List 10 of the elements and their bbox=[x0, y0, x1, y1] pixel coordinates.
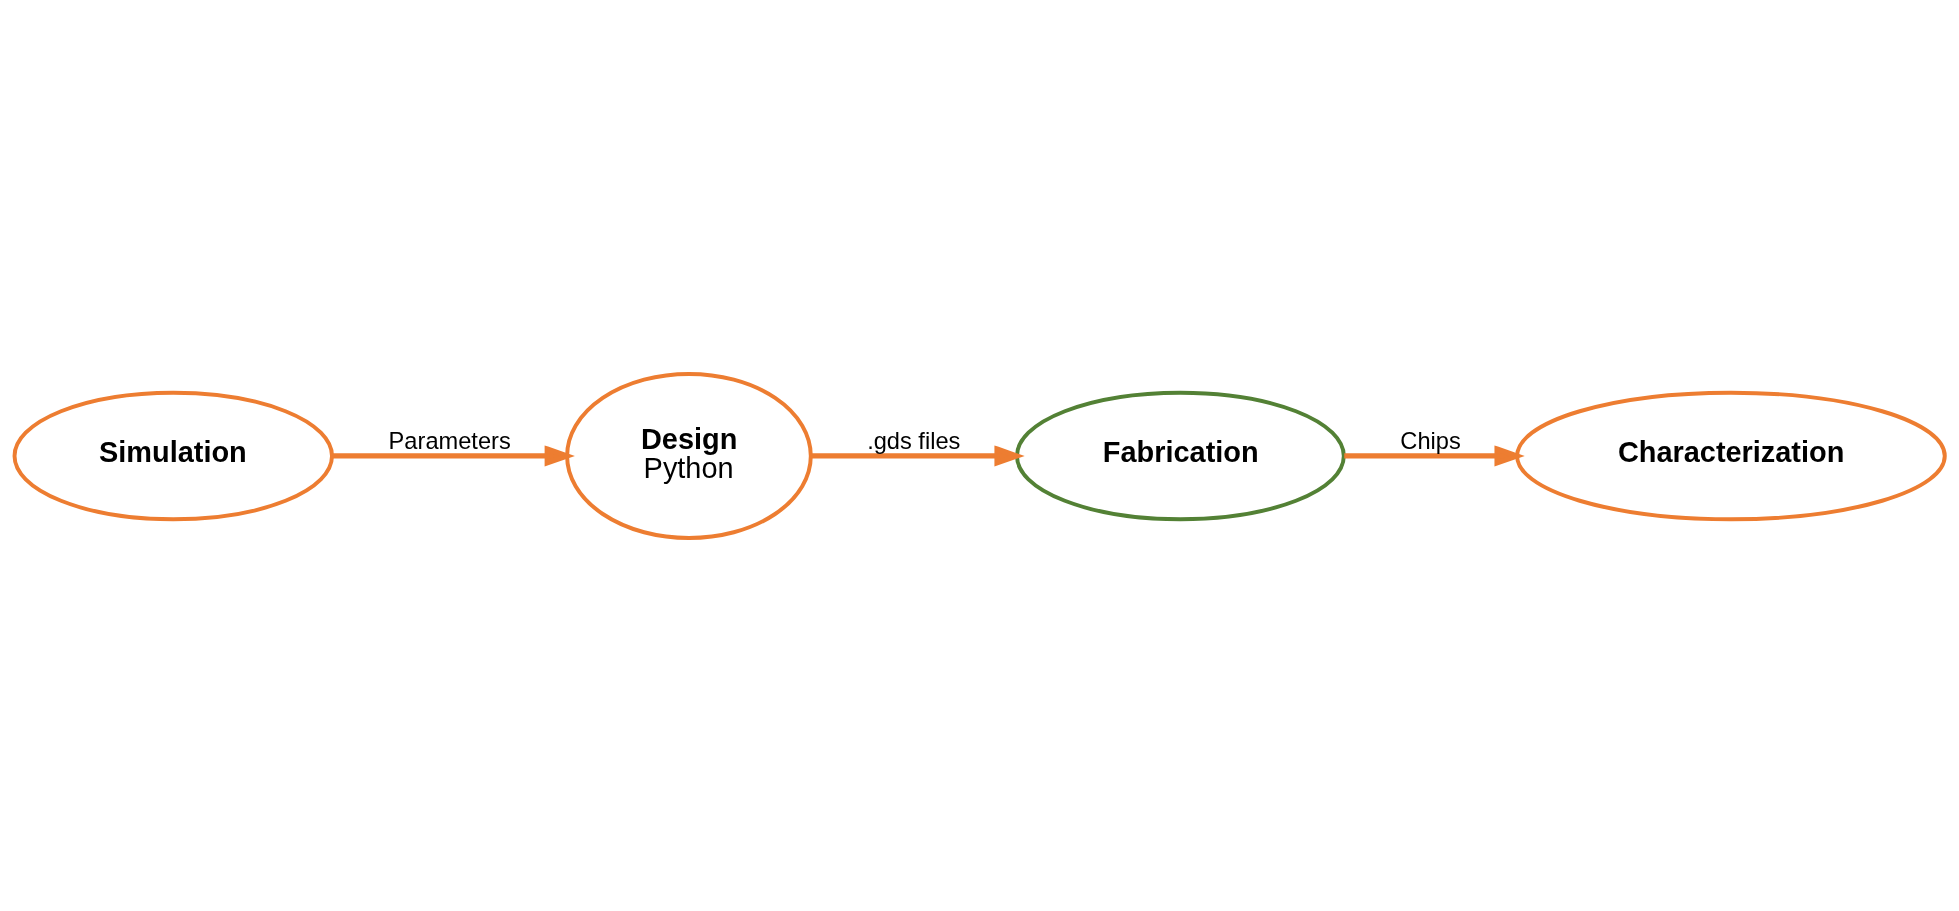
arrow bbox=[811, 444, 1025, 467]
arrow bbox=[332, 444, 575, 467]
edge-label: Parameters bbox=[388, 427, 511, 454]
node-ellipse: Characterization bbox=[1515, 390, 1947, 521]
node-ellipse: Simulation bbox=[12, 390, 334, 521]
node-ellipse: Design Python bbox=[565, 371, 813, 540]
edge-label: .gds files bbox=[867, 427, 961, 454]
edge-label: Chips bbox=[1400, 427, 1461, 454]
arrow bbox=[1344, 444, 1525, 467]
node-ellipse: Fabrication bbox=[1015, 390, 1346, 521]
